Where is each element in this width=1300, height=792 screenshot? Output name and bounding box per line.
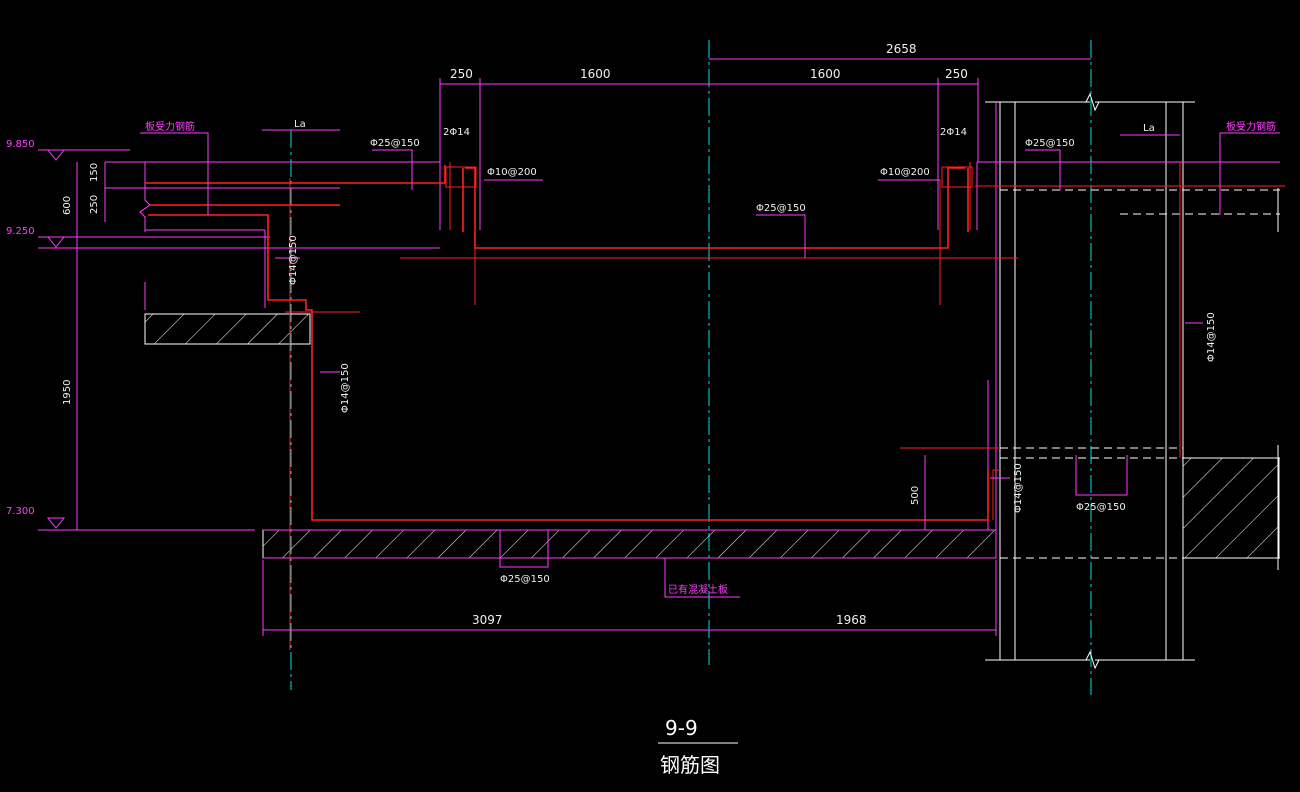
dim-left-250: 250: [89, 195, 100, 214]
label-existing-slab: 已有混凝土板: [668, 583, 728, 596]
centerlines: [290, 40, 1092, 695]
dim-top-right-edge: 250: [945, 67, 968, 81]
label-la-left: La: [294, 119, 306, 130]
callout-labels: 板受力钢筋 板受力钢筋 La La Φ25@150 Φ25@150 2Φ14 2…: [145, 119, 1276, 596]
dim-top-total: 2658: [886, 42, 917, 56]
dim-left-600: 600: [62, 196, 73, 215]
concrete-hatching: [144, 313, 1280, 559]
structure-outline: [38, 102, 1280, 559]
label-wall-right-upper: Φ14@150: [1206, 312, 1217, 362]
label-wall-left-upper: Φ14@150: [288, 235, 299, 285]
dim-top-left-span: 1600: [580, 67, 611, 81]
elevation-markers: 9.850 9.250 7.300: [6, 139, 66, 529]
elevation-9250: 9.250: [6, 226, 35, 237]
title-block: 9-9 钢筋图: [658, 716, 738, 777]
label-stirrup-right: Φ10@200: [880, 167, 930, 178]
label-slab-rebar-right: 板受力钢筋: [1226, 120, 1276, 133]
leaders: [140, 132, 1280, 598]
dim-left-150: 150: [89, 163, 100, 182]
label-wall-left-lower: Φ14@150: [340, 363, 351, 413]
dim-right-500: 500: [910, 486, 921, 505]
label-la-right: La: [1143, 123, 1155, 134]
dim-top-right-span: 1600: [810, 67, 841, 81]
dimension-lines: [76, 58, 1180, 636]
dim-top-left-edge: 250: [450, 67, 473, 81]
section-name: 钢筋图: [660, 753, 720, 777]
elevation-9850: 9.850: [6, 139, 35, 150]
label-corner-left: 2Φ14: [443, 127, 470, 138]
label-right-bottom-bar: Φ25@150: [1076, 502, 1126, 513]
label-slab-rebar-left: 板受力钢筋: [145, 120, 195, 133]
label-mid-bar: Φ25@150: [756, 203, 806, 214]
label-top-bar-right: Φ25@150: [1025, 138, 1075, 149]
label-wall-right-lower: Φ14@150: [1013, 463, 1024, 513]
label-stirrup-left: Φ10@200: [487, 167, 537, 178]
right-column-outline: [985, 92, 1280, 670]
label-bottom-bar: Φ25@150: [500, 574, 550, 585]
section-number: 9-9: [665, 716, 698, 740]
label-top-bar-left: Φ25@150: [370, 138, 420, 149]
dim-left-1950: 1950: [62, 380, 73, 405]
dim-bottom-left: 3097: [472, 613, 503, 627]
dimension-text: 2658 250 1600 1600 250 3097 1968 600 150…: [62, 42, 968, 627]
label-corner-right: 2Φ14: [940, 127, 967, 138]
dim-bottom-right: 1968: [836, 613, 867, 627]
rebar: [145, 162, 1285, 650]
elevation-7300: 7.300: [6, 506, 35, 517]
